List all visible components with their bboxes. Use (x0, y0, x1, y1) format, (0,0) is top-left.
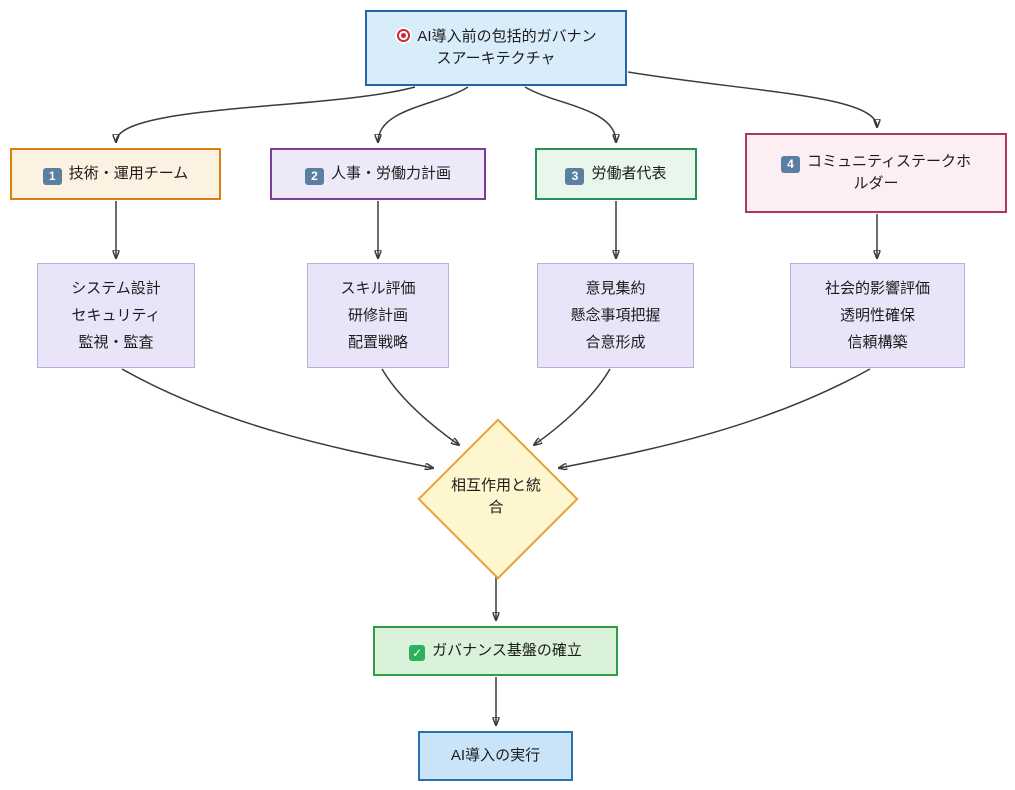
keycap-1-icon: 1 (42, 168, 62, 185)
detail-line: スキル評価 (340, 280, 416, 297)
detail-line: 社会的影響評価 (824, 280, 930, 297)
decision-diamond-label: 相互作用と統合 (451, 476, 542, 517)
arrow-root-to-team1 (116, 86, 416, 142)
check-icon (409, 645, 426, 662)
keycap-4-icon: 4 (780, 156, 800, 174)
node-team-hr-workforce-label-wrap: 2 人事・労働力計画 (304, 163, 451, 185)
arrow-detail2-to-decision (381, 368, 459, 445)
detail-box-worker-reps: 意見集約 懸念事項把握 合意形成 (537, 263, 694, 368)
keycap-2-icon: 2 (304, 168, 324, 185)
node-team-tech-ops-label: 技術・運用チーム (68, 165, 189, 182)
node-team-community-stakeholders-label-wrap: 4 コミュニティステークホルダー (779, 151, 974, 195)
detail-line: 意見集約 (585, 280, 646, 297)
detail-line: 合意形成 (585, 334, 646, 351)
detail-line: 透明性確保 (839, 307, 915, 324)
node-team-hr-workforce-label: 人事・労働力計画 (330, 165, 451, 182)
node-team-community-stakeholders-label: コミュニティステークホルダー (806, 153, 972, 193)
detail-line: 配置戦略 (347, 334, 408, 351)
detail-box-tech-ops: システム設計 セキュリティ 監視・監査 (37, 263, 195, 368)
node-team-worker-reps-label-wrap: 3 労働者代表 (565, 163, 667, 185)
detail-line: 懸念事項把握 (570, 307, 661, 324)
detail-line: 監視・監査 (78, 334, 154, 351)
arrow-root-to-team2 (378, 86, 469, 142)
node-team-worker-reps-label: 労働者代表 (591, 165, 667, 182)
arrow-root-to-team3 (524, 86, 616, 142)
node-team-worker-reps: 3 労働者代表 (535, 148, 697, 200)
arrow-detail4-to-decision (559, 368, 871, 468)
node-team-tech-ops-label-wrap: 1 技術・運用チーム (42, 163, 189, 185)
detail-line: システム設計 (71, 280, 161, 297)
node-governance-foundation: ガバナンス基盤の確立 (373, 626, 618, 676)
detail-line: セキュリティ (71, 307, 161, 324)
detail-line: 信頼構築 (847, 334, 908, 351)
node-governance-foundation-label-wrap: ガバナンス基盤の確立 (409, 640, 582, 662)
node-ai-deployment: AI導入の実行 (418, 731, 573, 781)
node-governance-foundation-label: ガバナンス基盤の確立 (432, 642, 582, 660)
detail-line: 研修計画 (347, 307, 408, 324)
node-governance-architecture-label-wrap: AI導入前の包括的ガバナンスアーキテクチャ (391, 26, 601, 70)
node-governance-architecture: AI導入前の包括的ガバナンスアーキテクチャ (365, 10, 627, 86)
node-team-hr-workforce: 2 人事・労働力計画 (270, 148, 486, 200)
node-team-tech-ops: 1 技術・運用チーム (10, 148, 221, 200)
node-ai-deployment-label: AI導入の実行 (450, 747, 541, 765)
node-team-community-stakeholders: 4 コミュニティステークホルダー (745, 133, 1007, 213)
detail-box-community: 社会的影響評価 透明性確保 信頼構築 (790, 263, 965, 368)
arrow-root-to-team4 (627, 71, 877, 127)
arrow-detail3-to-decision (534, 368, 611, 445)
arrow-detail1-to-decision (121, 368, 433, 468)
target-icon (395, 27, 413, 45)
node-governance-architecture-label: AI導入前の包括的ガバナンスアーキテクチャ (417, 28, 597, 67)
keycap-3-icon: 3 (565, 168, 585, 185)
detail-box-hr-workforce: スキル評価 研修計画 配置戦略 (307, 263, 449, 368)
